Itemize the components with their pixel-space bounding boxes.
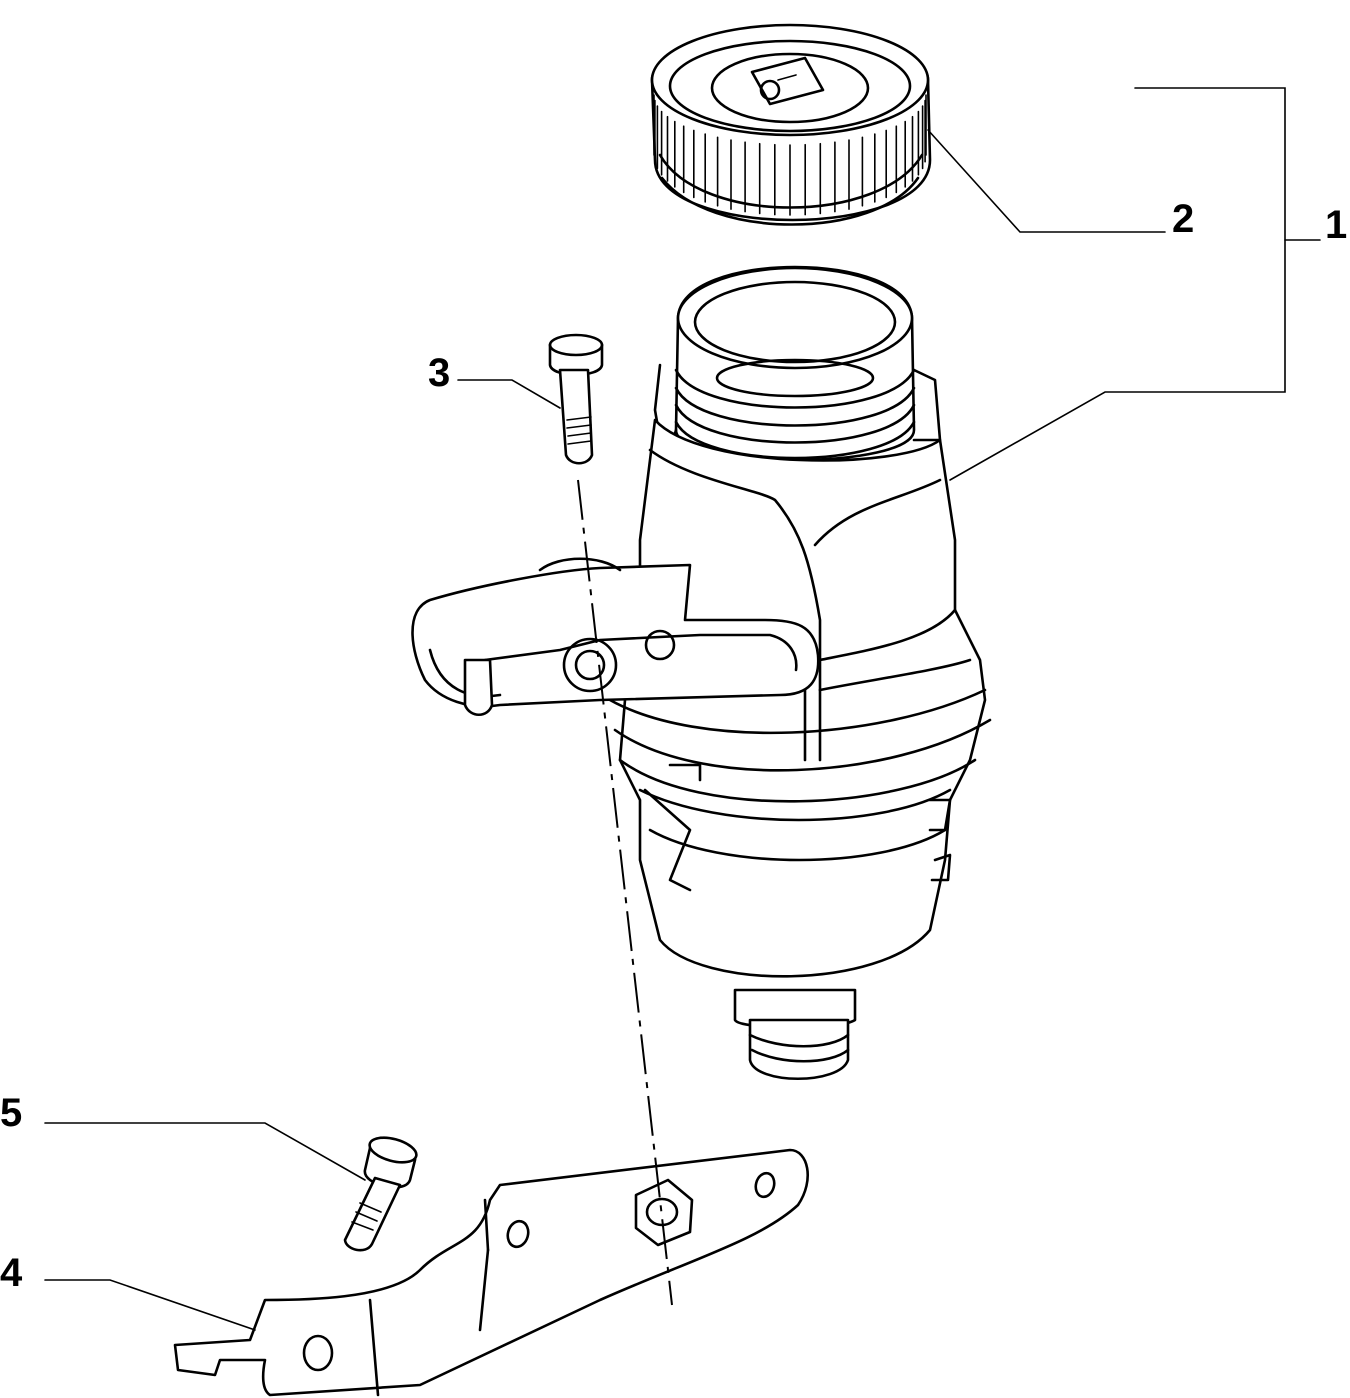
callout-5: 5	[0, 1091, 22, 1135]
part-3-bolt[interactable]	[548, 333, 604, 465]
alignment-axis-line	[577, 479, 673, 1306]
part-2-reservoir-cap[interactable]	[650, 23, 932, 226]
callout-3: 3	[428, 351, 450, 395]
callout-2: 2	[1172, 197, 1194, 241]
callout-4: 4	[0, 1251, 23, 1295]
part-1-fluid-reservoir[interactable]	[608, 265, 992, 1081]
callout-1: 1	[1325, 203, 1347, 247]
leader-lines	[44, 87, 1321, 1331]
part-5-bolt[interactable]	[343, 1133, 419, 1252]
brake-fluid-reservoir-symbol-icon	[750, 56, 825, 106]
part-4-mounting-bracket[interactable]	[173, 1148, 809, 1397]
reservoir-mounting-arm[interactable]	[411, 557, 820, 717]
